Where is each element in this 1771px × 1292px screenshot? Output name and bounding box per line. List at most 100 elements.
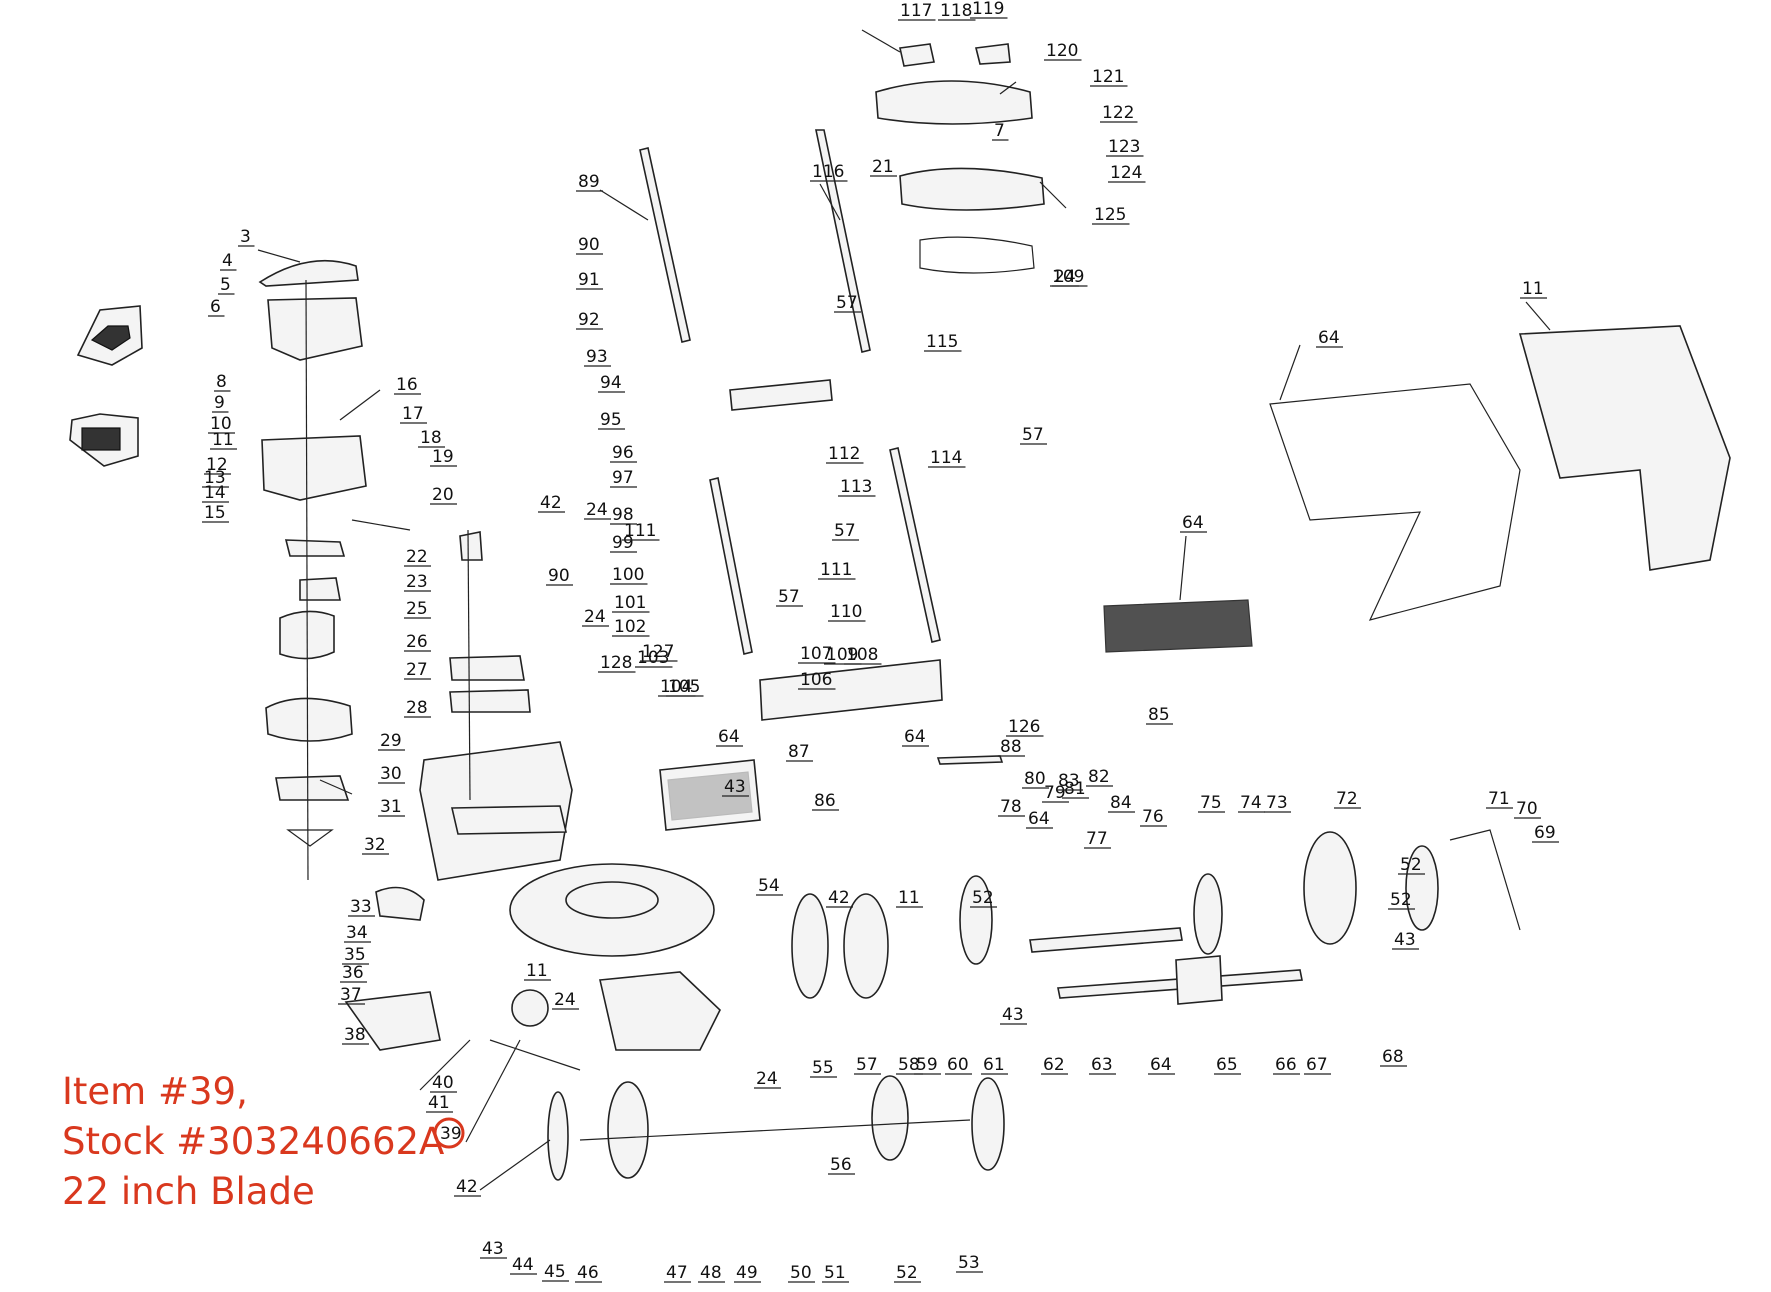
callout-31: 31 [378,797,405,817]
callout-7: 7 [992,121,1009,141]
callout-number: 49 [736,1263,758,1283]
callout-38: 38 [342,1025,369,1045]
callout-number: 14 [204,483,226,503]
callout-125: 125 [1092,205,1130,225]
callout-number: 93 [586,347,608,367]
callout-number: 68 [1382,1047,1404,1067]
callout-number: 57 [1022,425,1044,445]
callout-number: 31 [380,797,402,817]
callout-11: 11 [1520,279,1547,299]
callout-number: 18 [420,428,442,448]
callout-64: 64 [716,727,743,747]
callout-24: 24 [754,1069,781,1089]
callout-6: 6 [208,297,225,317]
callout-30: 30 [378,764,405,784]
callout-23: 23 [404,572,431,592]
callout-57: 57 [832,521,859,541]
callout-number: 81 [1064,779,1086,799]
callout-90: 90 [546,566,573,586]
callout-number: 64 [904,727,926,747]
callout-number: 69 [1534,823,1556,843]
callout-number: 51 [824,1263,846,1283]
callout-84: 84 [1108,793,1135,813]
callout-80: 80 [1022,769,1049,789]
callout-number: 127 [642,642,674,662]
callout-65: 65 [1214,1055,1241,1075]
callout-64: 64 [902,727,929,747]
grass-catcher-drawing [1103,325,1731,653]
callout-105: 105 [666,677,704,697]
callout-72: 72 [1334,789,1361,809]
callout-81: 81 [1062,779,1089,799]
callout-number: 80 [1024,769,1046,789]
callout-110: 110 [828,602,866,622]
callout-number: 30 [380,764,402,784]
callout-number: 10 [210,414,232,434]
callout-45: 45 [542,1262,569,1282]
callout-109: 109 [824,645,862,665]
callout-number: 24 [1054,267,1076,287]
callout-number: 88 [1000,737,1022,757]
callout-number: 36 [342,963,364,983]
callout-28: 28 [404,698,431,718]
callout-11: 11 [210,430,237,450]
callout-90: 90 [576,235,603,255]
callout-number: 112 [828,444,860,464]
callout-number: 40 [432,1073,454,1093]
callout-119: 119 [970,0,1008,19]
callout-128: 128 [598,653,636,673]
callout-51: 51 [822,1263,849,1283]
callout-number: 106 [800,670,832,690]
callout-number: 86 [814,791,836,811]
callout-92: 92 [576,310,603,330]
callout-20: 20 [430,485,457,505]
callout-24: 24 [552,990,579,1010]
callout-number: 102 [614,617,646,637]
callout-number: 87 [788,742,810,762]
callout-70: 70 [1514,799,1541,819]
callout-number: 104 [660,677,692,697]
callout-76: 76 [1140,807,1167,827]
callout-29: 29 [378,731,405,751]
callout-number: 46 [577,1263,599,1283]
callout-77: 77 [1084,829,1111,849]
callout-100: 100 [610,565,648,585]
callout-53: 53 [956,1253,983,1273]
callout-number: 82 [1088,767,1110,787]
callout-43: 43 [480,1239,507,1259]
callout-number: 59 [916,1055,938,1075]
callout-number: 33 [350,897,372,917]
callout-number: 63 [1091,1055,1113,1075]
callout-52: 52 [1388,890,1415,910]
callout-number: 75 [1200,793,1222,813]
callout-114: 114 [928,448,966,468]
callout-number: 103 [637,648,669,668]
callout-number: 84 [1110,793,1132,813]
callout-number: 25 [406,599,428,619]
callout-number: 11 [526,961,548,981]
callout-99: 99 [610,533,637,553]
callout-57: 57 [834,293,861,313]
callout-number: 91 [578,270,600,290]
callout-number: 52 [972,888,994,908]
callout-number: 96 [612,443,634,463]
callout-118: 118 [938,1,976,21]
callout-126: 126 [1006,717,1044,737]
callout-11: 11 [896,888,923,908]
callout-79: 79 [1042,783,1069,803]
callout-number: 107 [800,644,832,664]
callout-3: 3 [238,227,255,247]
callout-number: 42 [540,493,562,513]
callout-number: 12 [206,455,228,475]
callout-number: 47 [666,1263,688,1283]
callout-34: 34 [344,923,371,943]
callout-number: 34 [346,923,368,943]
callout-number: 60 [947,1055,969,1075]
callout-86: 86 [812,791,839,811]
callout-27: 27 [404,660,431,680]
callout-number: 52 [1400,855,1422,875]
callout-number: 24 [554,990,576,1010]
